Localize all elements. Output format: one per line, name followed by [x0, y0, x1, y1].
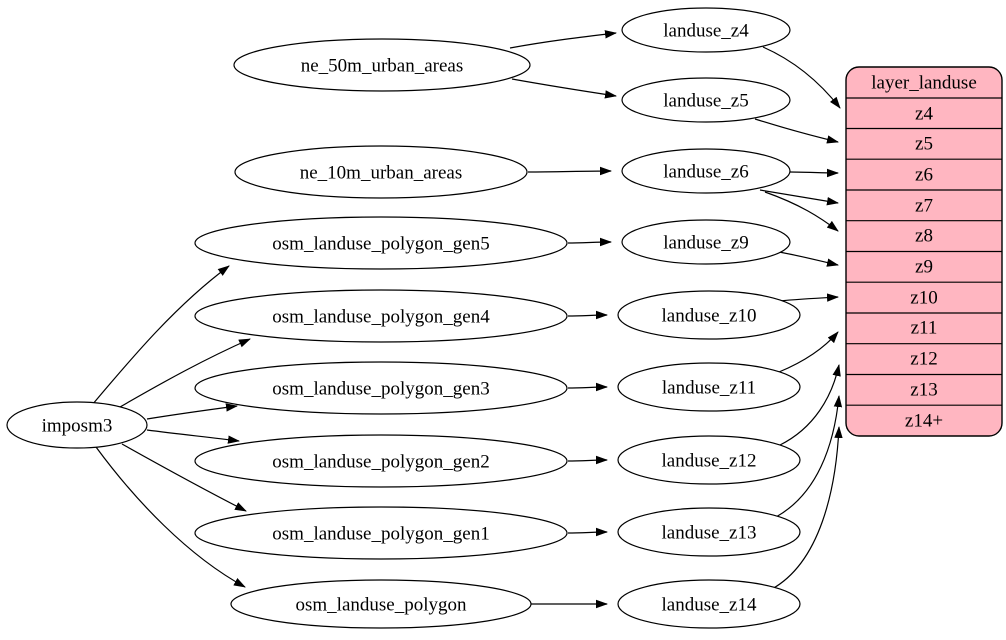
node-osm-landuse-polygon: osm_landuse_polygon	[230, 579, 532, 629]
node-landuse-z12: landuse_z12	[617, 435, 801, 485]
ne-50m-urban-areas-ellipse	[233, 38, 531, 92]
node-ne-50m-urban-areas: ne_50m_urban_areas	[233, 38, 531, 92]
landuse-z11-label: landuse_z11	[662, 378, 756, 399]
edge-landuse_z13-to-layer_landuse-z13	[775, 395, 843, 518]
edge-landuse_z6-to-layer_landuse-z7	[759, 189, 839, 206]
landuse-z6-label: landuse_z6	[663, 162, 748, 183]
layer-landuse-title: layer_landuse	[871, 73, 977, 94]
edge-osm_landuse_polygon_gen3-to-landuse_z11	[567, 382, 608, 392]
osm-landuse-polygon-gen4-label: osm_landuse_polygon_gen4	[272, 307, 490, 328]
node-osm-landuse-polygon-gen5: osm_landuse_polygon_gen5	[194, 216, 568, 270]
osm-landuse-polygon-ellipse	[230, 579, 532, 629]
edge-imposm3-to-osm_landuse_polygon_gen2	[146, 429, 240, 444]
node-osm-landuse-polygon-gen3: osm_landuse_polygon_gen3	[194, 361, 568, 415]
edge-landuse_z5-to-layer_landuse-z5	[754, 118, 839, 144]
osm-landuse-polygon-label: osm_landuse_polygon	[296, 595, 467, 616]
edge-imposm3-to-osm_landuse_polygon_gen4	[119, 338, 251, 408]
node-landuse-z14: landuse_z14	[617, 579, 801, 629]
edge-ne_10m_urban_areas-to-landuse_z6	[527, 166, 612, 176]
edge-osm_landuse_polygon_gen5-to-landuse_z9	[567, 237, 612, 247]
landuse-z5-label: landuse_z5	[663, 91, 748, 112]
edge-imposm3-to-osm_landuse_polygon	[95, 446, 246, 588]
node-landuse-z5: landuse_z5	[621, 77, 791, 123]
osm-landuse-polygon-gen2-ellipse	[194, 434, 568, 488]
edge-landuse_z11-to-layer_landuse-z11	[778, 331, 839, 373]
node-landuse-z11: landuse_z11	[617, 362, 801, 412]
osm-landuse-polygon-gen2-label: osm_landuse_polygon_gen2	[272, 452, 489, 473]
node-osm-landuse-polygon-gen4: osm_landuse_polygon_gen4	[194, 289, 568, 343]
landuse-z4-ellipse	[621, 7, 791, 53]
osm-landuse-polygon-gen3-label: osm_landuse_polygon_gen3	[272, 379, 489, 400]
edge-osm_landuse_polygon_gen2-to-landuse_z12	[567, 455, 608, 465]
landuse-z14-ellipse	[617, 579, 801, 629]
landuse-z12-ellipse	[617, 435, 801, 485]
node-ne-10m-urban-areas: ne_10m_urban_areas	[234, 145, 528, 199]
table-layer-landuse: layer_landuse z4 z5 z6 z7 z8 z9 z10 z11 …	[845, 66, 1003, 437]
node-landuse-z6: landuse_z6	[621, 148, 791, 194]
landuse-z5-ellipse	[621, 77, 791, 123]
edge-imposm3-to-osm_landuse_polygon_gen3	[146, 403, 238, 420]
osm-landuse-polygon-gen5-ellipse	[194, 216, 568, 270]
edge-osm_landuse_polygon_gen4-to-landuse_z10	[567, 310, 608, 320]
edge-ne_50m_urban_areas-to-landuse_z4	[509, 30, 617, 49]
edge-osm_landuse_polygon_gen1-to-landuse_z13	[567, 527, 608, 537]
layer-landuse-row-z12: z12	[910, 349, 937, 370]
layer-landuse-row-z6: z6	[915, 165, 933, 186]
landuse-z13-ellipse	[617, 507, 801, 557]
layer-landuse-row-z11: z11	[911, 318, 938, 339]
landuse-z14-label: landuse_z14	[662, 595, 757, 616]
ne-10m-urban-areas-ellipse	[234, 145, 528, 199]
layer-landuse-row-z4: z4	[915, 104, 933, 125]
landuse-z10-label: landuse_z10	[662, 306, 757, 327]
layer-landuse-row-z7: z7	[915, 196, 933, 217]
edge-landuse_z14-to-layer_landuse-z14plus	[771, 426, 843, 590]
edge-landuse_z9-to-layer_landuse-z9	[778, 251, 839, 267]
osm-landuse-polygon-gen1-label: osm_landuse_polygon_gen1	[272, 524, 489, 545]
layer-landuse-row-z8: z8	[915, 226, 933, 247]
edge-imposm3-to-osm_landuse_polygon_gen5	[91, 265, 230, 406]
node-imposm3: imposm3	[6, 401, 148, 449]
node-landuse-z4: landuse_z4	[621, 7, 791, 53]
node-osm-landuse-polygon-gen1: osm_landuse_polygon_gen1	[194, 506, 568, 560]
node-landuse-z10: landuse_z10	[617, 290, 801, 340]
layer-landuse-row-z5: z5	[915, 134, 933, 155]
landuse-z6-ellipse	[621, 148, 791, 194]
ne-10m-urban-areas-label: ne_10m_urban_areas	[300, 163, 463, 184]
osm-landuse-polygon-gen4-ellipse	[194, 289, 568, 343]
landuse-z11-ellipse	[617, 362, 801, 412]
edge-landuse_z10-to-layer_landuse-z10	[778, 293, 839, 302]
edge-landuse_z6-to-layer_landuse-z6	[789, 168, 839, 178]
layer-landuse-row-z13: z13	[910, 380, 937, 401]
node-osm-landuse-polygon-gen2: osm_landuse_polygon_gen2	[194, 434, 568, 488]
layer-landuse-row-z14plus: z14+	[905, 411, 943, 432]
edge-landuse_z6-to-layer_landuse-z8	[764, 191, 839, 232]
landuse-z12-label: landuse_z12	[662, 451, 757, 472]
osm-landuse-polygon-gen5-label: osm_landuse_polygon_gen5	[272, 234, 489, 255]
edges-layer	[91, 30, 843, 609]
edge-landuse_z12-to-layer_landuse-z12	[779, 364, 841, 446]
landuse-z9-ellipse	[621, 219, 791, 265]
imposm3-label: imposm3	[42, 416, 113, 437]
layer-landuse-row-z10: z10	[910, 288, 937, 309]
imposm3-ellipse	[6, 401, 148, 449]
landuse-z9-label: landuse_z9	[663, 233, 748, 254]
osm-landuse-polygon-gen1-ellipse	[194, 506, 568, 560]
landuse-z4-label: landuse_z4	[663, 21, 749, 42]
landuse-z13-label: landuse_z13	[662, 523, 757, 544]
osm-landuse-polygon-gen3-ellipse	[194, 361, 568, 415]
edge-ne_50m_urban_areas-to-landuse_z5	[511, 78, 617, 99]
edge-landuse_z4-to-layer_landuse-z4	[762, 46, 841, 109]
edge-imposm3-to-osm_landuse_polygon_gen1	[121, 443, 247, 512]
landuse-z10-ellipse	[617, 290, 801, 340]
ne-50m-urban-areas-label: ne_50m_urban_areas	[301, 56, 464, 77]
layer-landuse-row-z9: z9	[915, 257, 933, 278]
node-landuse-z13: landuse_z13	[617, 507, 801, 557]
node-landuse-z9: landuse_z9	[621, 219, 791, 265]
